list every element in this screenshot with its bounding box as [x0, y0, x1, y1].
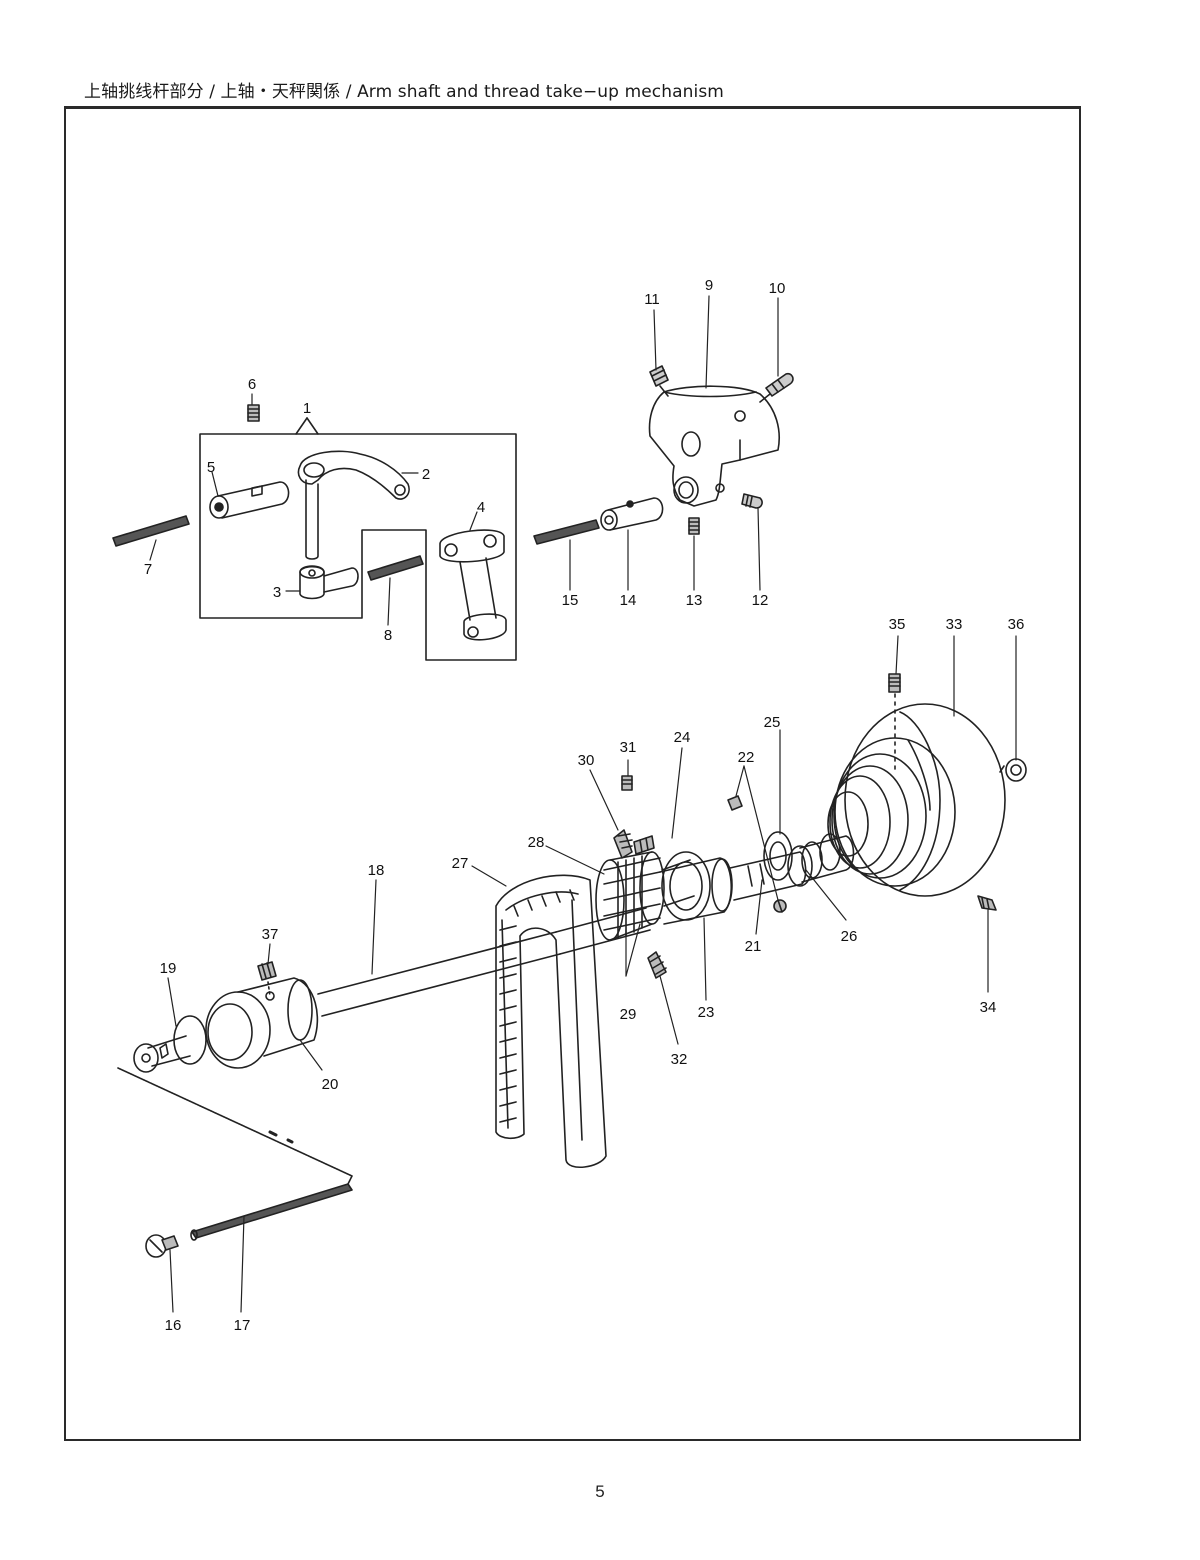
part-2-crank [299, 451, 410, 559]
callout-21: 21 [745, 938, 762, 955]
part-20-bearing [206, 978, 317, 1068]
callout-23: 23 [698, 1004, 715, 1021]
part-23-bearing [662, 852, 710, 920]
callout-20: 20 [322, 1076, 339, 1093]
callout-26: 26 [841, 928, 858, 945]
callout-27: 27 [452, 855, 469, 872]
callout-leaders [150, 296, 1016, 1312]
callout-29: 29 [620, 1006, 637, 1023]
part-37-screw [258, 962, 276, 996]
callout-15: 15 [562, 592, 579, 609]
part-8-pin [368, 556, 423, 580]
part-6-screw [248, 405, 259, 421]
part-30-screw [614, 830, 632, 858]
callout-10: 10 [769, 280, 786, 297]
callout-31: 31 [620, 739, 637, 756]
callout-5: 5 [207, 459, 215, 476]
callout-17: 17 [234, 1317, 251, 1334]
part-4-link [440, 530, 506, 640]
part-16-screw [146, 1235, 178, 1257]
callout-11: 11 [644, 291, 660, 308]
callout-30: 30 [578, 752, 595, 769]
group-outline-part-1 [200, 434, 516, 660]
callout-3: 3 [273, 584, 281, 601]
callout-32: 32 [671, 1051, 688, 1068]
callout-28: 28 [528, 834, 545, 851]
part-19-collar [134, 1016, 206, 1072]
part-12-screw [742, 494, 762, 508]
callout-12: 12 [752, 592, 769, 609]
callout-7: 7 [144, 561, 152, 578]
callout-labels: 1 2 3 4 5 6 7 8 9 10 11 12 13 14 15 16 1… [144, 277, 1025, 1334]
part-28-bearing-cage [596, 852, 664, 940]
part-11-screw [650, 366, 668, 396]
callout-35: 35 [889, 616, 906, 633]
callout-22: 22 [738, 749, 755, 766]
callout-16: 16 [165, 1317, 182, 1334]
part-7-pin [113, 516, 189, 546]
part-14-bushing [601, 498, 663, 530]
callout-4: 4 [477, 499, 485, 516]
callout-34: 34 [980, 999, 997, 1016]
callout-36: 36 [1008, 616, 1025, 633]
callout-1: 1 [303, 400, 311, 417]
part-31-screw [622, 776, 632, 790]
callout-33: 33 [946, 616, 963, 633]
callout-8: 8 [384, 627, 392, 644]
callout-9: 9 [705, 277, 713, 294]
callout-13: 13 [686, 592, 703, 609]
part-5-bushing [210, 482, 289, 518]
part-25-collar [764, 832, 792, 880]
part-27-belt [496, 875, 606, 1167]
callout-24: 24 [674, 729, 691, 746]
callout-6: 6 [248, 376, 256, 393]
page-number: 5 [0, 1482, 1200, 1502]
part-13-screw [689, 518, 699, 534]
callout-18: 18 [368, 862, 385, 879]
part-15-pin [534, 520, 599, 544]
part-33-pulley [828, 704, 1005, 896]
callout-37: 37 [262, 926, 279, 943]
part-18-arm-shaft [318, 834, 854, 1016]
part-17-pin [191, 1184, 352, 1240]
part-32-screw [648, 952, 666, 978]
part-34-screw [978, 896, 996, 910]
callout-2: 2 [422, 466, 430, 483]
callout-14: 14 [620, 592, 637, 609]
part-36-screw [1000, 759, 1026, 781]
callout-25: 25 [764, 714, 781, 731]
part-10-screw [760, 374, 793, 402]
callout-19: 19 [160, 960, 177, 977]
part-3-crank [300, 566, 358, 599]
part-9-crank [650, 386, 780, 506]
